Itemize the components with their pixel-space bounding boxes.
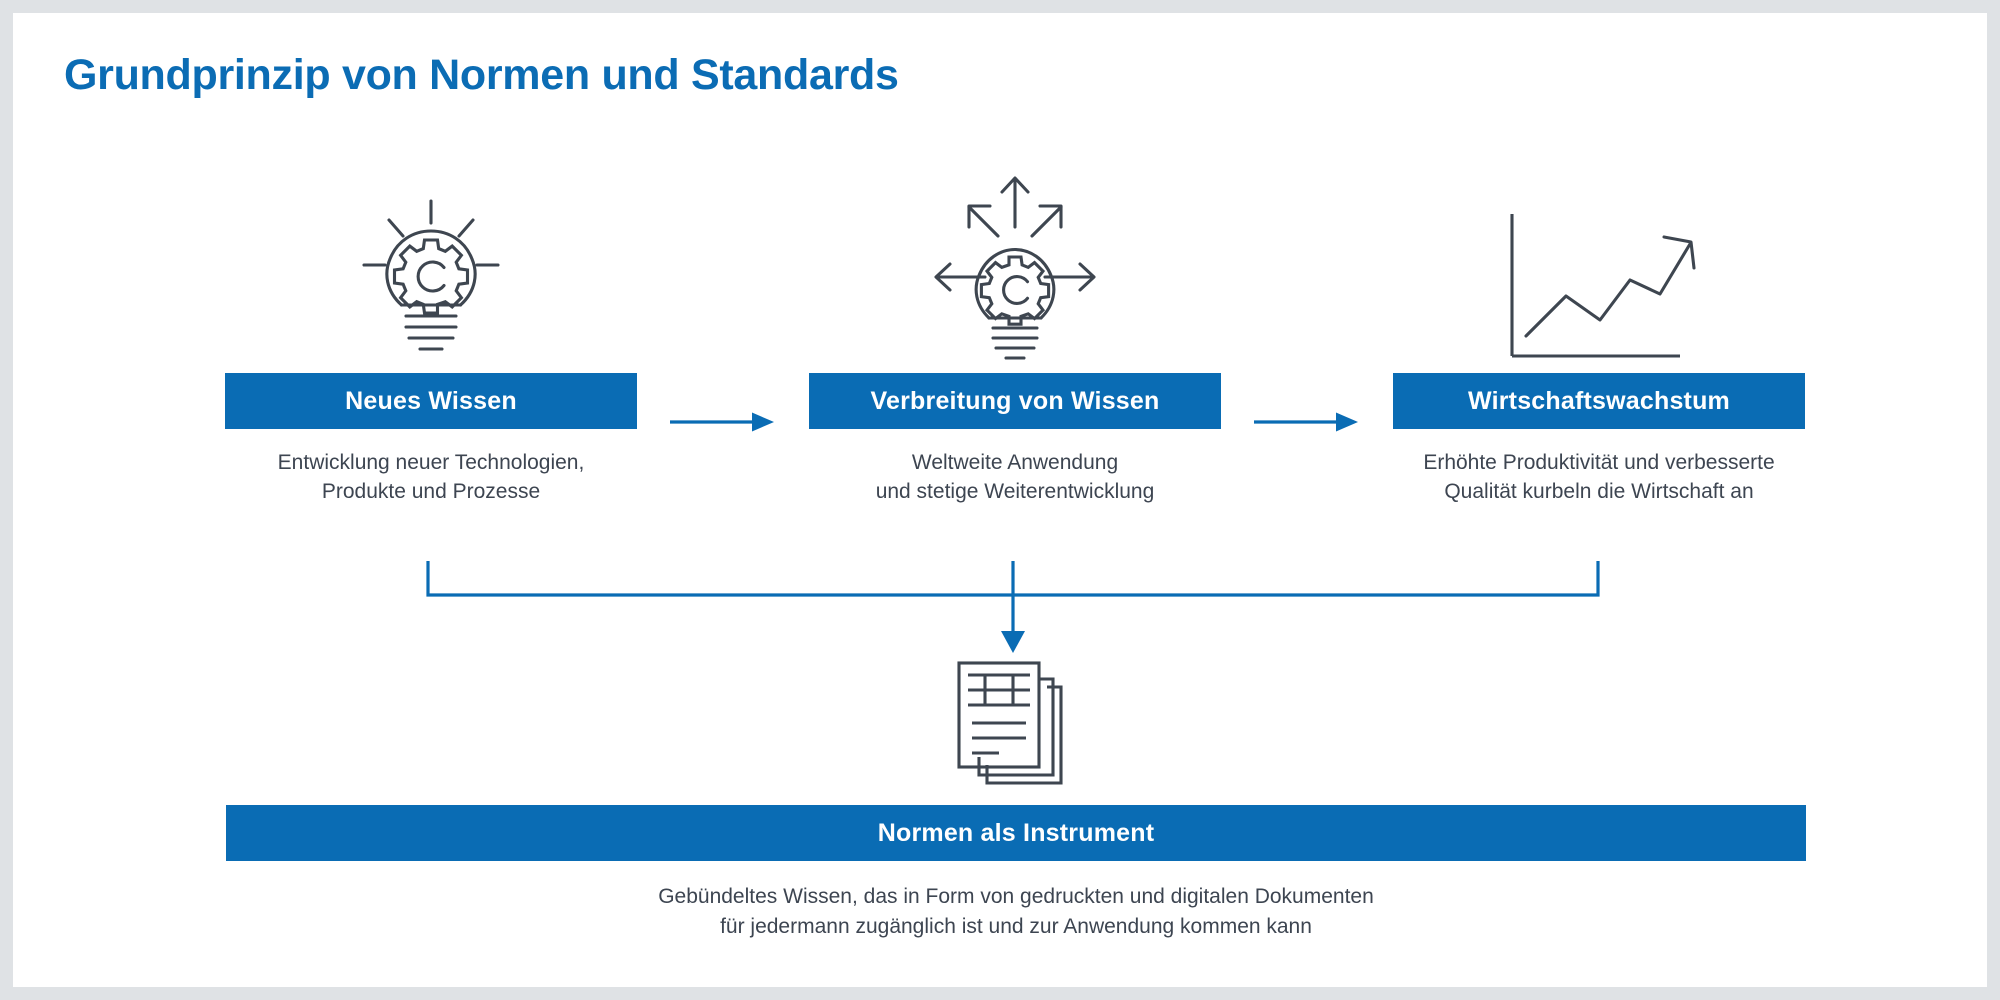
- bracket-connector: [413, 553, 1613, 653]
- result-label: Normen als Instrument: [877, 818, 1155, 847]
- flow-step-icon-slot: [225, 193, 637, 373]
- flow-step-bar: Wirtschaftswachstum: [1393, 373, 1805, 429]
- result-block: Normen als Instrument Gebündeltes Wissen…: [226, 805, 1806, 942]
- result-caption: Gebündeltes Wissen, das in Form von gedr…: [226, 882, 1806, 942]
- flow-step-caption: Erhöhte Produktivität und verbesserte Qu…: [1393, 448, 1805, 506]
- flow-step-bar: Neues Wissen: [225, 373, 637, 429]
- lightbulb-gear-spreading-arrows-icon: [917, 163, 1113, 373]
- caption-line: und stetige Weiterentwicklung: [875, 480, 1155, 503]
- lightbulb-gear-icon: [356, 193, 506, 373]
- flow-step-neues-wissen: Neues Wissen Entwicklung neuer Technolog…: [225, 193, 637, 506]
- page-title: Grundprinzip von Normen und Standards: [64, 51, 899, 99]
- flow-step-bar: Verbreitung von Wissen: [809, 373, 1221, 429]
- arrow-right-icon: [1252, 407, 1362, 437]
- growth-chart-icon: [1494, 208, 1704, 373]
- caption-line: für jedermann zugänglich ist und zur Anw…: [720, 915, 1312, 938]
- arrow-down-icon: [1001, 631, 1025, 653]
- flow-step-caption: Entwicklung neuer Technologien, Produkte…: [225, 448, 637, 506]
- stacked-documents-icon: [943, 653, 1083, 793]
- caption-line: Erhöhte Produktivität und verbesserte: [1423, 451, 1775, 474]
- flow-step-icon-slot: [1393, 193, 1805, 373]
- caption-line: Weltweite Anwendung: [911, 451, 1119, 474]
- flow-step-icon-slot: [809, 176, 1221, 373]
- caption-line: Gebündeltes Wissen, das in Form von gedr…: [658, 885, 1374, 908]
- flow-step-verbreitung-von-wissen: Verbreitung von Wissen Weltweite Anwendu…: [809, 176, 1221, 506]
- caption-line: Entwicklung neuer Technologien,: [277, 451, 585, 474]
- flow-step-caption: Weltweite Anwendung und stetige Weiteren…: [809, 448, 1221, 506]
- arrow-right-icon: [668, 407, 778, 437]
- flow-step-wirtschaftswachstum: Wirtschaftswachstum Erhöhte Produktivitä…: [1393, 193, 1805, 506]
- caption-line: Qualität kurbeln die Wirtschaft an: [1444, 480, 1754, 503]
- flow-step-label: Wirtschaftswachstum: [1468, 386, 1730, 415]
- result-bar: Normen als Instrument: [226, 805, 1806, 861]
- caption-line: Produkte und Prozesse: [321, 480, 541, 503]
- flow-step-label: Verbreitung von Wissen: [870, 386, 1160, 415]
- infographic-card: Grundprinzip von Normen und Standards: [13, 13, 1987, 987]
- flow-step-label: Neues Wissen: [345, 386, 517, 415]
